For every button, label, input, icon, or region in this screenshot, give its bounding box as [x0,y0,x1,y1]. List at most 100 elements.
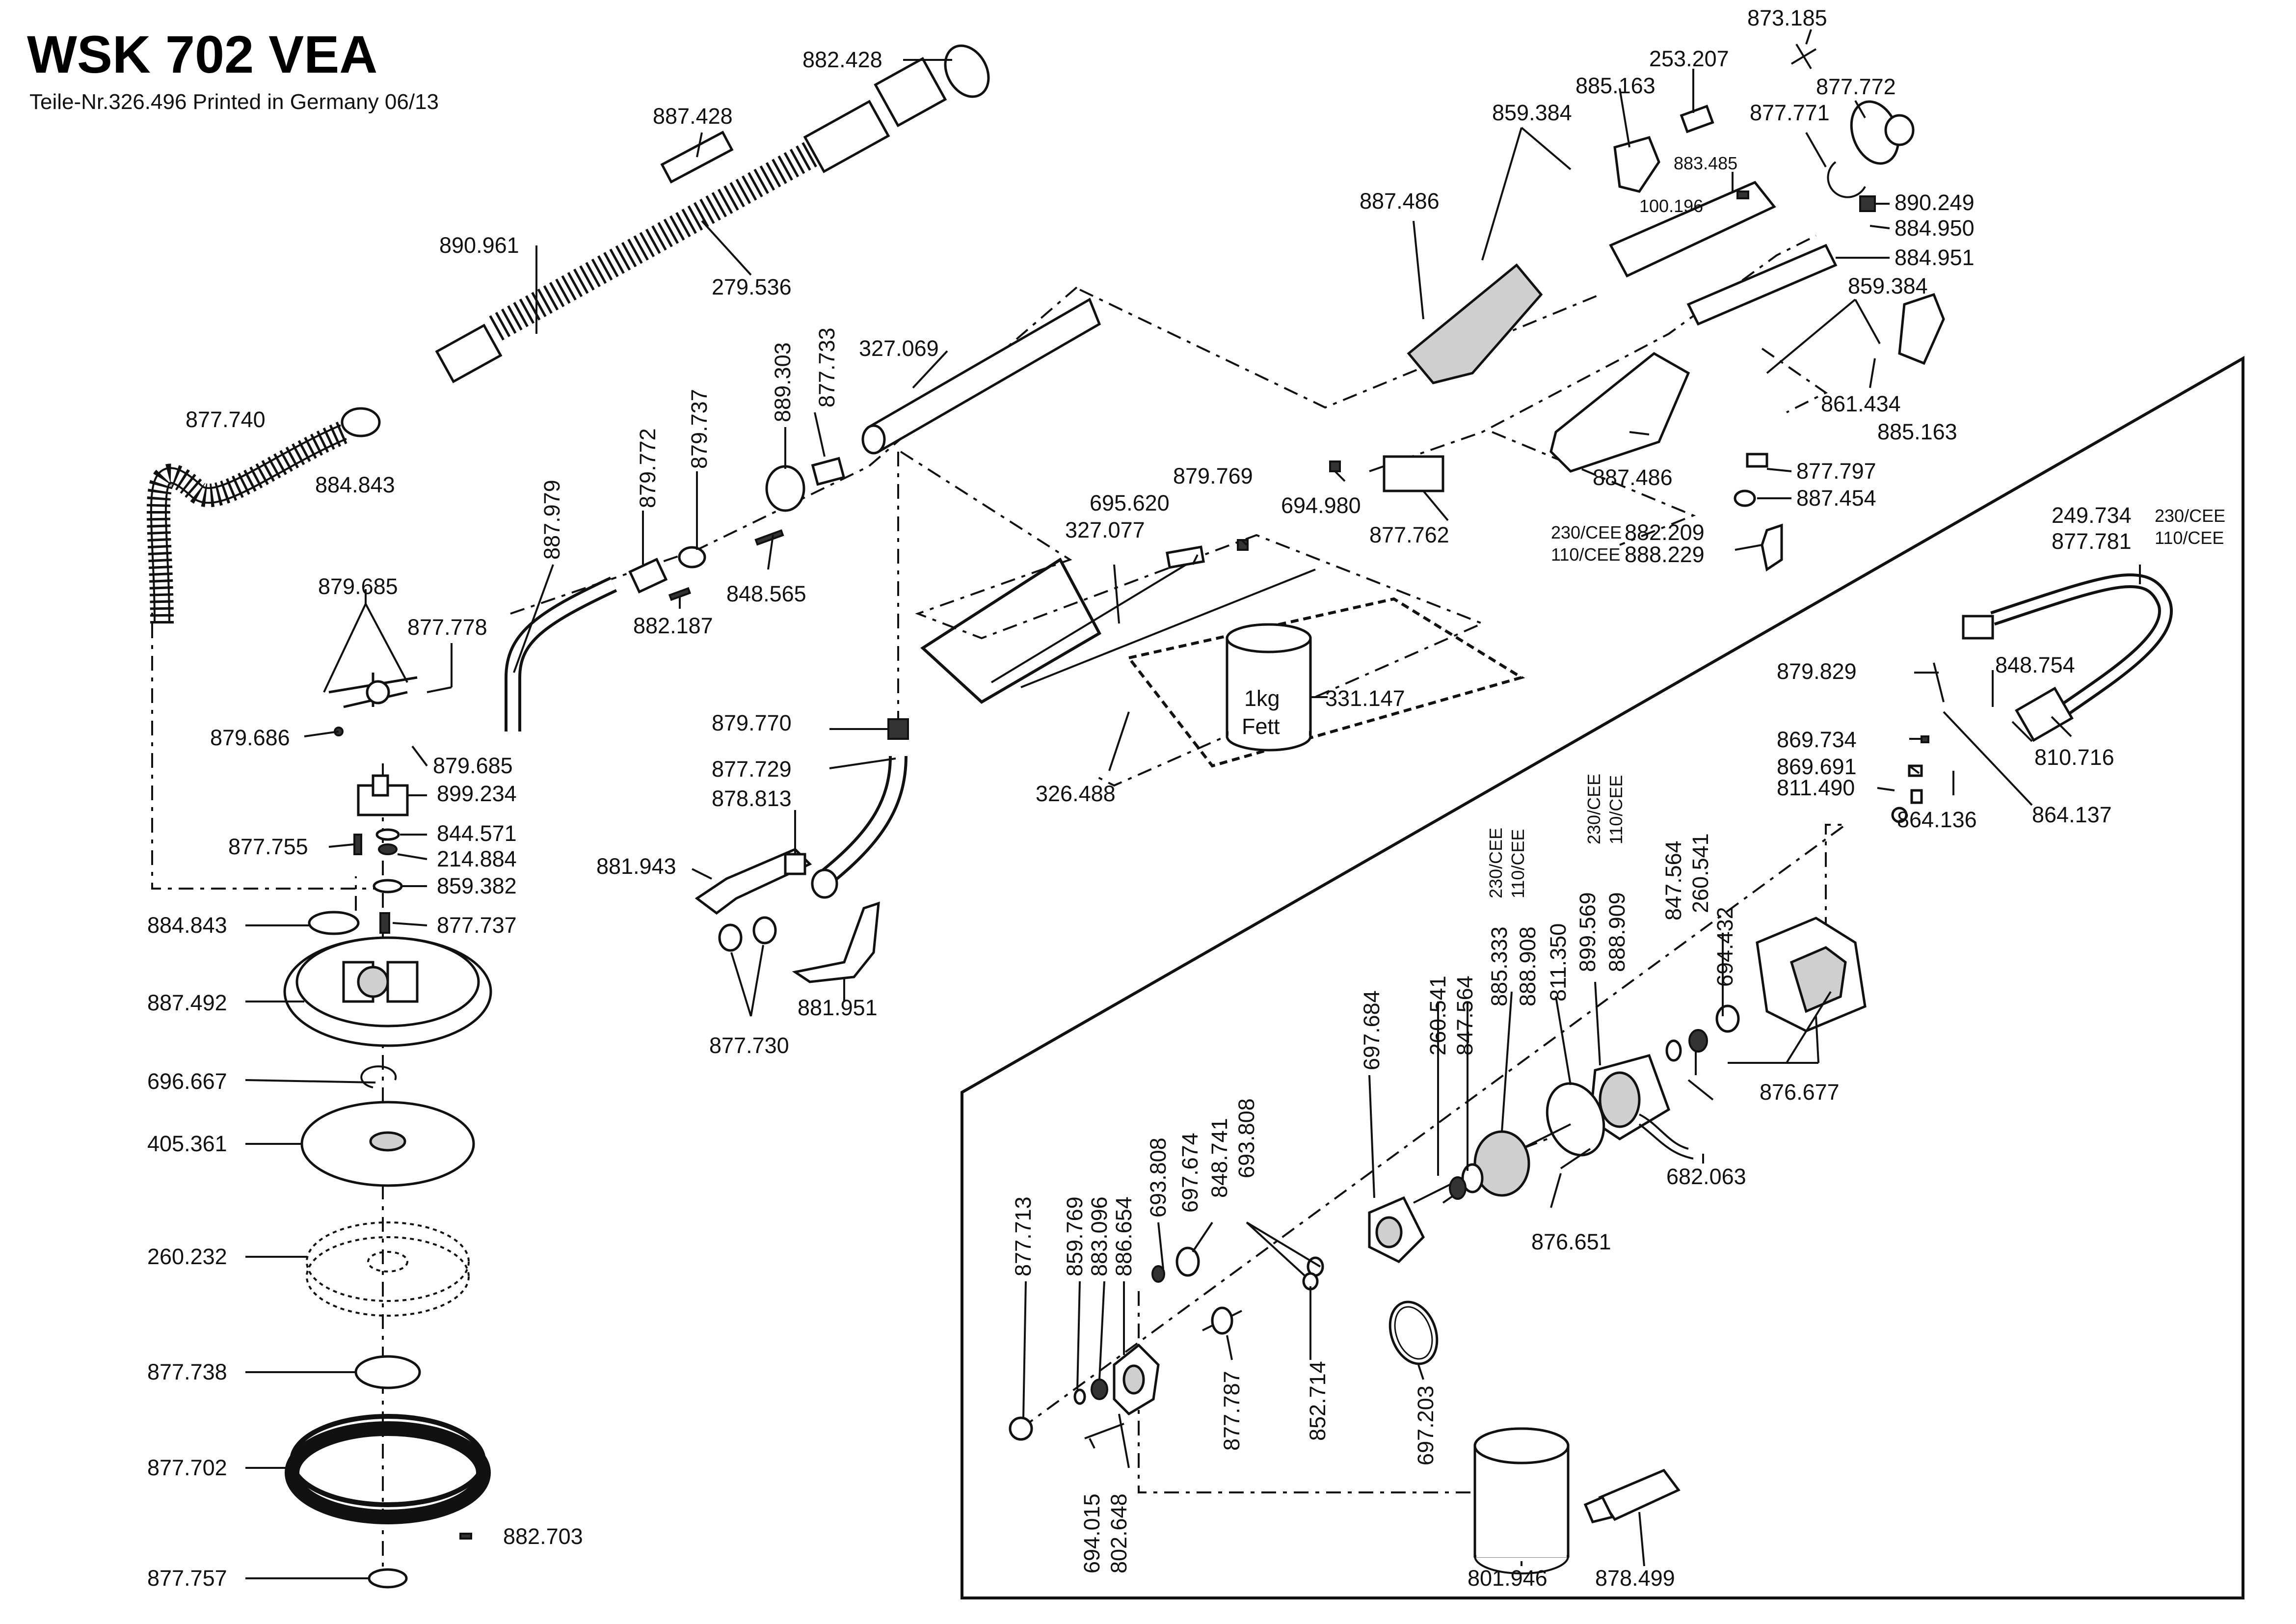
label-876651: 876.651 [1531,1229,1611,1254]
label-890249: 890.249 [1895,190,1975,215]
handle-housing [1329,43,1945,572]
label-260541a: 260.541 [1688,833,1713,913]
label-810716: 810.716 [2034,745,2114,770]
label-887454: 887.454 [1796,486,1876,511]
label-260232: 260.232 [147,1244,227,1269]
label-877787: 877.787 [1219,1371,1244,1451]
label-879686: 879.686 [210,725,290,750]
grease-can-text-1: 1kg [1244,686,1280,711]
label-877730: 877.730 [709,1033,789,1058]
label-890961: 890.961 [439,233,519,258]
label-852714: 852.714 [1305,1361,1330,1441]
part-labels: 873.185 882.428 253.207 877.772 885.163 … [147,5,2225,1591]
label-877797: 877.797 [1796,459,1876,484]
label-869734: 869.734 [1777,727,1857,752]
label-693808a: 693.808 [1146,1137,1171,1218]
label-878813: 878.813 [712,786,792,811]
diagram-subtitle: Teile-Nr.326.496 Printed in Germany 06/1… [29,90,439,114]
label-859384b: 859.384 [1848,273,1928,298]
label-694980: 694.980 [1281,493,1361,518]
label-110cee-c: 110/CEE [1508,829,1528,898]
label-877781: 877.781 [2052,529,2132,554]
label-877713: 877.713 [1011,1196,1036,1276]
label-327069: 327.069 [859,336,939,361]
label-879737: 879.737 [687,389,712,469]
label-883096: 883.096 [1087,1196,1112,1276]
suction-hose-890961 [435,44,990,383]
rod-assembly [920,539,1525,768]
label-887486a: 887.486 [1360,189,1440,214]
label-260541b: 260.541 [1425,975,1450,1056]
label-879772: 879.772 [635,428,660,508]
label-848754: 848.754 [1995,652,2075,677]
label-230cee-c: 230/CEE [1486,828,1506,898]
label-877755: 877.755 [228,834,308,859]
label-884951: 884.951 [1895,245,1975,270]
label-697684: 697.684 [1359,990,1384,1070]
label-884843b: 884.843 [147,913,227,938]
label-887979: 887.979 [539,480,564,560]
label-864136: 864.136 [1897,807,1977,832]
label-888909: 888.909 [1604,892,1629,972]
label-882187: 882.187 [633,613,713,638]
label-694432: 694.432 [1712,907,1737,987]
label-877757: 877.757 [147,1566,227,1591]
label-899234: 899.234 [437,781,517,806]
grease-can-text-2: Fett [1242,714,1280,739]
label-864137: 864.137 [2032,802,2112,827]
label-327077: 327.077 [1065,517,1145,542]
label-878499: 878.499 [1595,1566,1675,1591]
label-847564a: 847.564 [1661,840,1686,920]
label-861434: 861.434 [1821,391,1901,416]
label-811490: 811.490 [1777,775,1855,800]
label-848565: 848.565 [726,581,806,606]
label-230cee-a: 230/CEE [2155,506,2225,526]
brush-head-stack [283,603,492,1589]
label-884843a: 884.843 [315,472,395,497]
label-847564b: 847.564 [1452,975,1477,1056]
label-877729: 877.729 [712,757,792,782]
label-859769: 859.769 [1062,1196,1087,1276]
label-848741: 848.741 [1207,1118,1232,1198]
label-697203: 697.203 [1413,1385,1438,1465]
label-879685a: 879.685 [318,574,398,599]
label-331147: 331.147 [1325,686,1405,711]
label-214884: 214.884 [437,846,517,871]
label-859382: 859.382 [437,873,517,898]
motor-parts [1009,662,1945,1574]
label-885333: 885.333 [1487,926,1512,1006]
label-887486b: 887.486 [1593,465,1673,490]
label-869691: 869.691 [1777,754,1857,779]
label-877772: 877.772 [1816,74,1896,99]
label-877702: 877.702 [147,1455,227,1480]
diagram-title: WSK 702 VEA [27,25,377,84]
label-885163a: 885.163 [1575,73,1655,98]
clamp-881943 [694,848,812,1017]
label-859384a: 859.384 [1492,100,1572,125]
label-883485: 883.485 [1674,153,1737,173]
label-879769: 879.769 [1173,463,1253,488]
label-253207: 253.207 [1649,46,1729,71]
label-887492: 887.492 [147,990,227,1015]
label-405361: 405.361 [147,1131,227,1156]
label-230cee-b: 230/CEE [1551,522,1622,542]
label-879829: 879.829 [1777,659,1857,684]
label-100196: 100.196 [1639,196,1703,216]
middle-hose-assembly [505,457,846,731]
label-881943: 881.943 [596,854,676,879]
label-693808b: 693.808 [1234,1098,1259,1178]
label-844571: 844.571 [437,821,517,846]
label-877740: 877.740 [186,407,266,432]
label-877733: 877.733 [814,327,839,407]
label-877778: 877.778 [407,615,487,640]
label-873185: 873.185 [1747,5,1827,30]
label-877762: 877.762 [1369,522,1449,547]
label-811350: 811.350 [1546,923,1571,1001]
label-877737: 877.737 [437,913,517,938]
leader-lines [245,29,2141,1579]
label-888908: 888.908 [1515,926,1540,1006]
label-881951: 881.951 [798,995,878,1020]
label-877771: 877.771 [1750,100,1830,125]
label-801946: 801.946 [1468,1566,1548,1591]
